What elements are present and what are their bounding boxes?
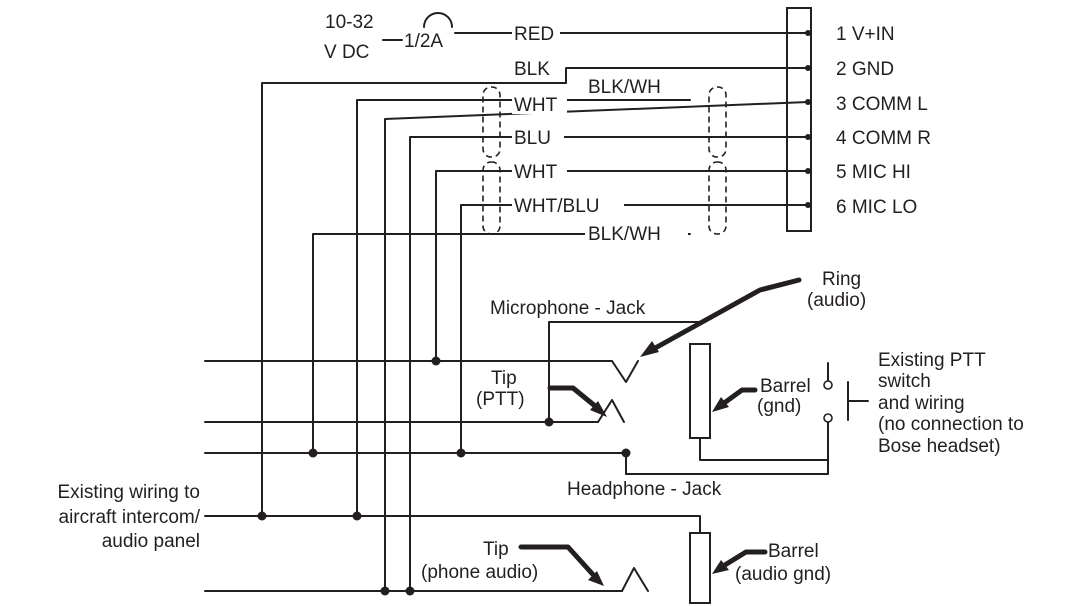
ptt-label-line4: (no connection to: [878, 414, 1024, 435]
barrel-audio-label-line2: (audio gnd): [735, 564, 831, 585]
pin-label-1: 1 V+IN: [836, 24, 895, 45]
gnd-wire: [261, 67, 809, 517]
pin-dot-2: [805, 65, 811, 71]
mic-hi-wire: [435, 170, 809, 362]
tip-phone-contact: [621, 567, 649, 592]
voltage-label-line2: V DC: [324, 42, 369, 63]
junction-dot: [380, 586, 390, 596]
wire-label-blu: BLU: [514, 128, 551, 149]
tip-ptt-arrowhead: [590, 401, 607, 417]
pin-label-4: 4 COMM R: [836, 128, 931, 149]
existing-wiring-label-line2: aircraft intercom/: [59, 507, 201, 528]
ring-label-line1: Ring: [822, 269, 861, 290]
tip-ptt-label-line2: (PTT): [476, 389, 525, 410]
fuse-symbol: [423, 12, 453, 28]
wire-label-blk-wh-upper: BLK/WH: [588, 77, 661, 98]
ptt-contact-bottom: [823, 413, 833, 423]
pin-dot-4: [805, 134, 811, 140]
barrel-gnd-arrow: [717, 387, 758, 409]
pin-label-3: 3 COMM L: [836, 94, 928, 115]
barrel-audio-label-line1: Barrel: [768, 541, 819, 562]
mic-lo-wire: [460, 204, 809, 454]
ring-label-line2: (audio): [807, 290, 866, 311]
wire-label-wht-comm: WHT: [514, 95, 558, 116]
wire-label-blk-wh-lower: BLK/WH: [588, 224, 661, 245]
blk-wh-upper-wire: [356, 99, 691, 517]
voltage-label-line1: 10-32: [325, 12, 374, 33]
barrel-gnd-arrowhead: [712, 397, 729, 412]
pin-label-5: 5 MIC HI: [836, 162, 911, 183]
fuse-label: 1/2A: [404, 31, 443, 52]
junction-dot: [352, 511, 362, 521]
headphone-bracket: [625, 421, 829, 475]
junction-dot: [308, 448, 318, 458]
comm-l-wire: [384, 101, 809, 592]
pin-label-2: 2 GND: [836, 59, 894, 80]
barrel-gnd-label-line1: Barrel: [760, 376, 811, 397]
ptt-label-line2: switch: [878, 371, 931, 392]
junction-dot: [456, 448, 466, 458]
pin-dot-3: [805, 99, 811, 105]
tip-phone-label-line2: (phone audio): [421, 562, 538, 583]
pin-dot-6: [805, 202, 811, 208]
barrel-audio-arrowhead: [712, 560, 729, 574]
junction-dot: [544, 417, 554, 427]
blk-wh-lower-wire: [312, 233, 691, 454]
wire-label-blk: BLK: [514, 59, 550, 80]
wire-label-red: RED: [514, 24, 554, 45]
ptt-label-line1: Existing PTT: [878, 350, 986, 371]
shield-mic-left: [482, 161, 501, 235]
pin-label-6: 6 MIC LO: [836, 197, 917, 218]
tip-phone-arrowhead: [588, 571, 604, 586]
junction-dot: [405, 586, 415, 596]
shield-comm-right: [708, 86, 727, 158]
tip-ptt-arrow: [547, 385, 603, 413]
comm-r-wire: [409, 136, 809, 592]
pin-dot-5: [805, 168, 811, 174]
shield-mic-right: [708, 161, 727, 235]
barrel-gnd-lead: [699, 437, 829, 461]
tip-ptt-label-line1: Tip: [491, 368, 517, 389]
barrel-audio-arrow: [717, 549, 768, 571]
ptt-label-line3: and wiring: [878, 393, 965, 414]
ptt-label-line5: Bose headset): [878, 436, 1001, 457]
connector-block: [786, 7, 812, 232]
junction-dot: [257, 511, 267, 521]
tip-phone-arrow: [518, 544, 600, 582]
ptt-switch-actuator: [847, 381, 869, 421]
barrel-gnd-sleeve: [689, 343, 711, 439]
wire-label-wht-mic: WHT: [514, 162, 558, 183]
existing-wiring-label-line1: Existing wiring to: [57, 482, 200, 503]
tip-phone-label-line1: Tip: [483, 539, 509, 560]
existing-wire-intercom: [204, 515, 701, 534]
wire-label-wht-blu: WHT/BLU: [514, 196, 600, 217]
junction-dot: [621, 448, 631, 458]
barrel-gnd-label-line2: (gnd): [757, 396, 801, 417]
ring-contact: [611, 360, 639, 383]
pin-dot-1: [805, 30, 811, 36]
ring-arrow: [645, 277, 802, 355]
microphone-jack-label: Microphone - Jack: [490, 298, 646, 319]
junction-dot: [431, 356, 441, 366]
headphone-jack-label: Headphone - Jack: [567, 479, 722, 500]
shield-comm-left: [482, 86, 501, 158]
existing-wiring-label-line3: audio panel: [102, 531, 200, 552]
barrel-audio-sleeve: [689, 532, 711, 604]
ring-arrowhead: [640, 341, 659, 357]
ptt-contact-top: [823, 380, 833, 390]
